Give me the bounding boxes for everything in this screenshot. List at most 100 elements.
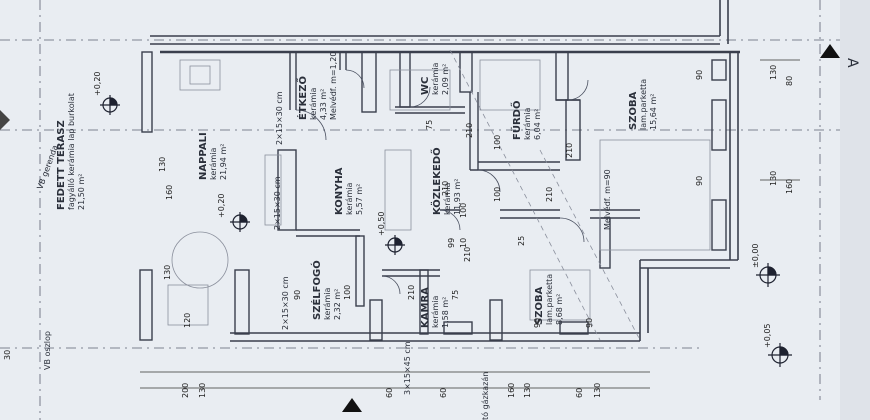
- tile-note: 2×15×30 cm: [281, 276, 290, 330]
- interior-walls: [139, 51, 727, 341]
- room-area: 15,64 m²: [649, 94, 658, 130]
- room-finish: kerámia: [443, 183, 452, 215]
- tile-note: 3×15×45 cm: [403, 341, 412, 395]
- dimension-text: 30: [3, 350, 12, 360]
- section-arrow-top: [820, 44, 840, 58]
- dimension-text: 200: [181, 383, 190, 398]
- room-finish: kerámia: [523, 108, 532, 140]
- tile-note: 2×15×30 cm: [273, 176, 282, 230]
- dimension-text: 90: [585, 318, 594, 328]
- room-area: 8,68 m²: [555, 294, 564, 325]
- room-area: 5,57 m²: [355, 184, 364, 215]
- dimension-text: 130: [163, 265, 172, 280]
- room-name: KONYHA: [334, 167, 345, 215]
- dimension-text: 90: [293, 290, 302, 300]
- dimension-text: 130: [769, 65, 778, 80]
- dimension-text: 160: [165, 185, 174, 200]
- room-labels: FEDETT TERASZ fagyálló kerámia lap burko…: [56, 52, 658, 328]
- room-area: 4,33 m²: [319, 89, 328, 120]
- room-finish: kerámia: [323, 288, 332, 320]
- room-finish: kerámia: [345, 183, 354, 215]
- dimension-text: 100: [493, 187, 502, 202]
- dimension-text: 130: [593, 383, 602, 398]
- level-marker: [768, 343, 792, 367]
- section-arrow-left: [0, 110, 10, 130]
- dimension-text: 120: [183, 313, 192, 328]
- dimension-text: 130: [198, 383, 207, 398]
- room-name: SZOBA: [534, 286, 545, 325]
- dimension-text: 210: [441, 181, 450, 196]
- level-labels: +0,20 +0,20 +0,50 ±0,00 +0,05: [93, 71, 772, 348]
- vb-oszlop-note: VB oszlop: [43, 331, 52, 370]
- section-label: A: [844, 58, 860, 68]
- room-finish: kerámia: [209, 148, 218, 180]
- level-text: +0,20: [217, 193, 226, 218]
- room-area: 2,09 m²: [441, 64, 450, 95]
- room-finish: kerámia: [431, 63, 440, 95]
- furniture: [167, 49, 711, 341]
- dimension-text: 160: [507, 383, 516, 398]
- room-area: 11,93 m²: [453, 179, 462, 215]
- dimension-text: 160: [785, 179, 794, 194]
- dimension-text: 75: [451, 290, 460, 300]
- room-name: KAMRA: [420, 287, 431, 328]
- dimension-text: 100: [459, 203, 468, 218]
- dimension-text: 25: [517, 236, 526, 246]
- exterior-walls: [150, 0, 740, 342]
- dimension-text: 60: [575, 388, 584, 398]
- level-text: +0,05: [763, 323, 772, 348]
- dimension-text: 210: [565, 143, 574, 158]
- room-finish: kerámia: [309, 88, 318, 120]
- door-swings: [295, 69, 589, 295]
- dimension-text: 60: [385, 388, 394, 398]
- room-finish: lam.parketta: [639, 79, 648, 130]
- room-finish: fagyálló kerámia lap burkolat: [66, 93, 76, 210]
- room-name: KÖZLEKEDŐ: [429, 147, 443, 215]
- dimension-text: 60: [439, 388, 448, 398]
- room-name: NAPPALI: [198, 132, 209, 180]
- level-text: +0,50: [377, 211, 386, 236]
- dimension-lines: [140, 59, 800, 389]
- section-markers: [0, 44, 840, 412]
- room-area: 2,32 m²: [333, 289, 342, 320]
- level-marker: [100, 95, 120, 115]
- dimension-text: 130: [523, 383, 532, 398]
- room-name: FÜRDŐ: [509, 101, 523, 140]
- level-text: +0,20: [93, 71, 102, 96]
- dimension-text: 130: [158, 157, 167, 172]
- dimension-text: 100: [343, 285, 352, 300]
- room-finish: kerámia: [431, 296, 440, 328]
- room-name: ÉTKEZŐ: [295, 76, 309, 120]
- tile-note: 2×15×30 cm: [275, 91, 284, 145]
- room-name: SZÉLFOGÓ: [310, 260, 323, 320]
- dimension-text: 210: [545, 187, 554, 202]
- dimension-text: 90: [695, 70, 704, 80]
- dimension-text: 210: [463, 247, 472, 262]
- room-name: FEDETT TERASZ: [56, 120, 67, 210]
- section-arrow-bottom: [342, 398, 362, 412]
- room-finish: lam.parketta: [545, 274, 554, 325]
- railing-note: Melvédf. m=90: [602, 169, 612, 230]
- room-note: Melvédf. m=1,20: [328, 52, 338, 120]
- boiler-note: tó gázkazán: [480, 372, 490, 420]
- dimension-text: 75: [425, 120, 434, 130]
- room-area: 21,50 m²: [77, 174, 86, 210]
- room-name: SZOBA: [628, 91, 639, 130]
- level-text: ±0,00: [751, 243, 760, 268]
- level-markers: [100, 95, 792, 367]
- paper-shade: [840, 0, 870, 420]
- dimension-text: 130: [769, 171, 778, 186]
- level-marker: [385, 235, 405, 255]
- dimension-text: 90: [695, 176, 704, 186]
- room-area: 21,94 m²: [219, 144, 228, 180]
- dimension-text: 210: [465, 123, 474, 138]
- dimension-text: 99: [447, 238, 456, 248]
- dimension-text: 80: [785, 76, 794, 86]
- room-name: WC: [420, 77, 431, 95]
- room-area: 1,58 m²: [441, 297, 450, 328]
- dimension-text: 210: [407, 285, 416, 300]
- room-area: 6,04 m²: [533, 109, 542, 140]
- level-marker: [756, 263, 780, 287]
